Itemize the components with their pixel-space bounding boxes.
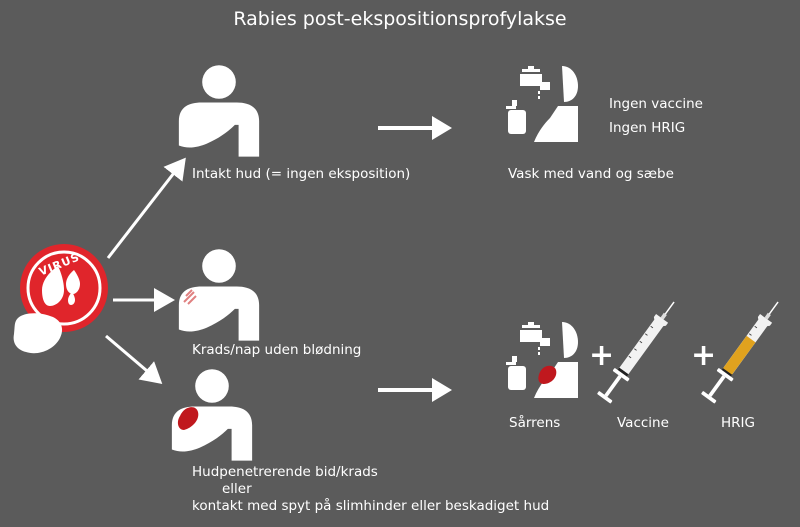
animal-icon: [13, 313, 63, 354]
page-title: Rabies post-ekspositionsprofylakse: [233, 8, 567, 30]
person-scratch-icon: [178, 249, 260, 341]
intact-skin-label: Intakt hud (= ingen eksposition): [192, 166, 411, 182]
person-intact-skin-icon: [178, 65, 260, 157]
wound-cleaning-icon: [506, 322, 578, 398]
wash-label: Vask med vand og sæbe: [508, 166, 674, 182]
plus-sign-2: +: [691, 338, 717, 373]
hrig-syringe-icon: [699, 296, 787, 406]
arrow-to-top: [106, 157, 186, 259]
hrig-label: HRIG: [721, 415, 755, 431]
wash-hands-icon: [506, 66, 578, 142]
wound-cleaning-label: Sårrens: [509, 415, 561, 431]
vaccine-label: Vaccine: [617, 415, 669, 431]
bite-label-line3: kontakt med spyt på slimhinder eller bes…: [192, 498, 550, 514]
person-bite-icon: [171, 369, 253, 461]
no-hrig-label: Ingen HRIG: [609, 120, 686, 136]
plus-sign-1: +: [589, 338, 615, 373]
no-vaccine-label: Ingen vaccine: [609, 96, 703, 112]
virus-badge-icon: [20, 244, 108, 332]
bite-label-or: eller: [222, 481, 252, 497]
scratch-no-bleeding-label: Krads/nap uden blødning: [192, 342, 362, 358]
bite-label-line1: Hudpenetrerende bid/krads: [192, 464, 378, 480]
arrow-to-bottom: [105, 334, 163, 384]
